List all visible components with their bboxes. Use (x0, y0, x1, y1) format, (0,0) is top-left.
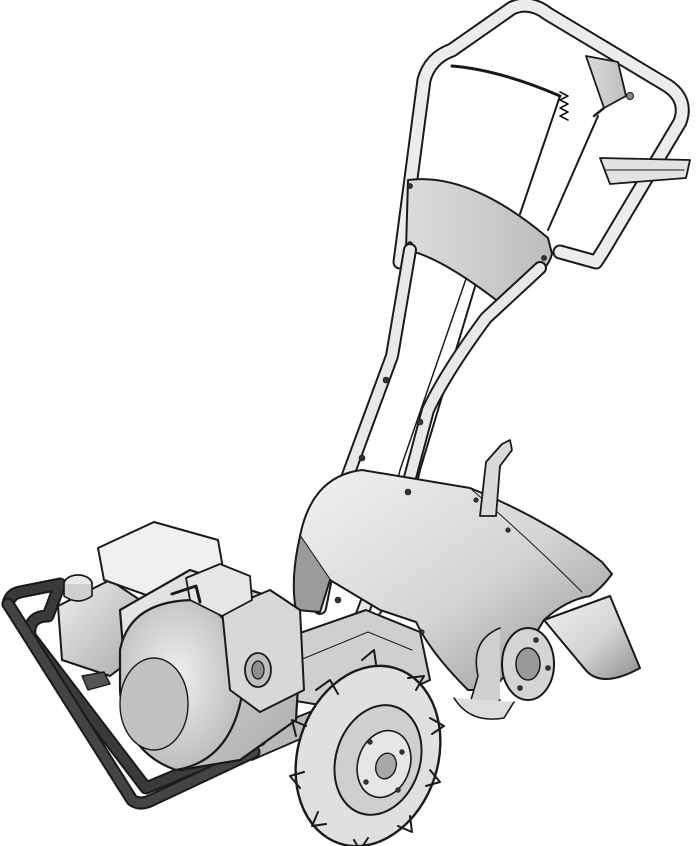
tine-assembly (453, 627, 555, 720)
handle-bolts (334, 376, 424, 604)
handlebar-loop (392, 0, 690, 270)
control-lever-box (585, 55, 634, 118)
engine (57, 521, 305, 772)
cable-spring (559, 91, 569, 121)
front-bumper (1, 577, 267, 810)
depth-regulator-bar (479, 439, 513, 517)
handlebar-grip (599, 157, 691, 185)
drive-wheel (289, 649, 445, 846)
handle-panel (405, 178, 553, 307)
